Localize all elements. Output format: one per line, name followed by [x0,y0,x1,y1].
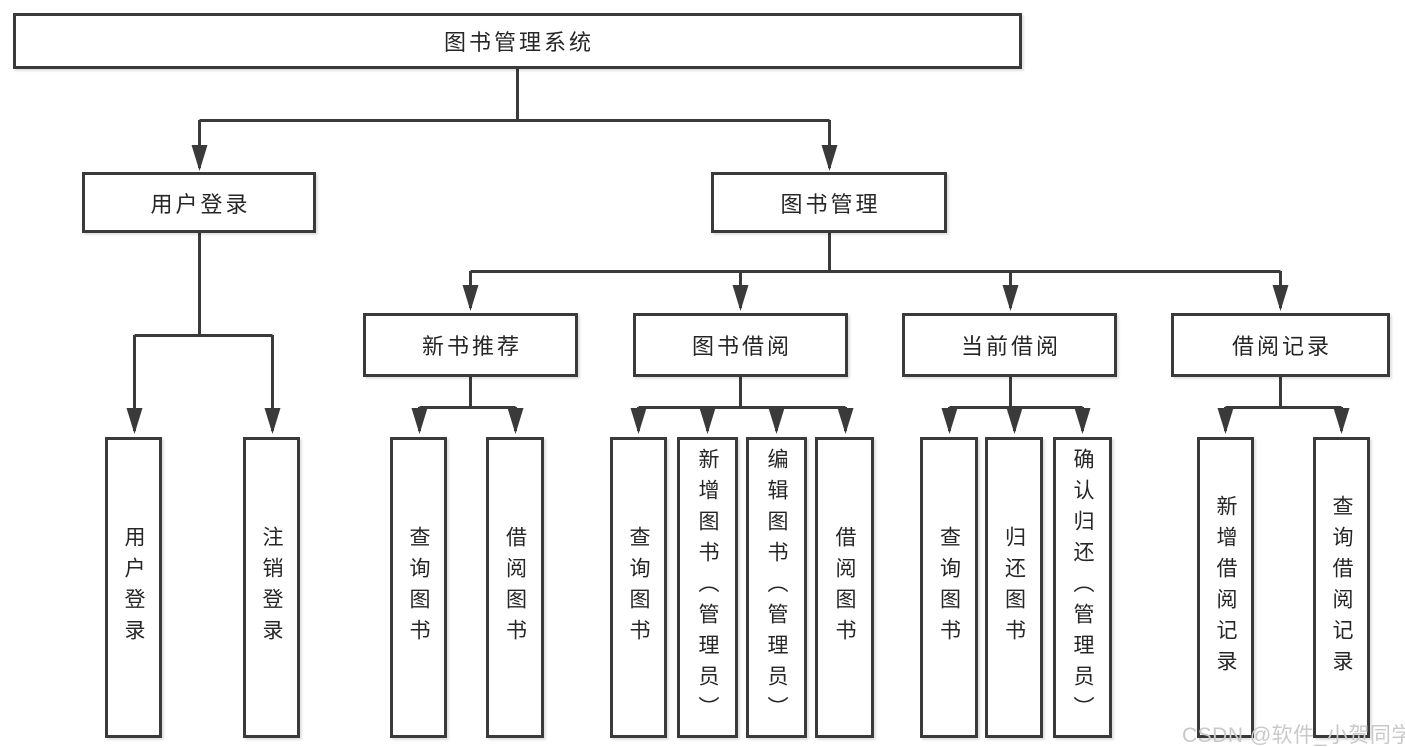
node-leaf-edit-books-admin: 编辑图书（管理员） [746,437,807,738]
node-label: 注销登录 [260,525,283,650]
node-label: 当前借阅 [960,334,1061,359]
node-label: 用户登录 [122,525,145,650]
node-library-management-system: 图书管理系统 [13,13,1022,69]
node-leaf-query-books-3: 查询图书 [920,437,978,738]
node-label: 借阅记录 [1231,334,1332,359]
node-leaf-query-borrow-record: 查询借阅记录 [1313,437,1370,738]
node-leaf-confirm-return-admin: 确认归还（管理员） [1053,437,1112,738]
node-leaf-query-books-1: 查询图书 [390,437,447,738]
node-label: 借阅图书 [833,525,856,650]
node-new-book-recommend: 新书推荐 [363,313,578,377]
node-leaf-query-books-2: 查询图书 [610,437,667,738]
node-label: 新增图书（管理员） [696,448,719,727]
node-label: 借阅图书 [503,525,527,650]
connector-arrows [126,120,1350,434]
node-label: 图书管理 [780,191,881,217]
node-leaf-logout: 注销登录 [243,437,300,738]
node-label: 归还图书 [1002,525,1026,650]
node-label: 新书推荐 [421,334,522,359]
node-label: 图书管理系统 [443,30,594,55]
node-leaf-return-books: 归还图书 [985,437,1043,738]
node-leaf-add-borrow-record: 新增借阅记录 [1197,437,1254,738]
connector-spines [134,69,1342,409]
node-label: 编辑图书（管理员） [765,448,788,727]
node-book-management-group: 图书管理 [711,172,947,233]
node-current-borrowing: 当前借阅 [902,313,1117,377]
node-label: 确认归还（管理员） [1071,448,1094,727]
node-label: 查询图书 [407,525,430,650]
csdn-watermark: CSDN @软件_小贺同学 [1182,724,1405,747]
node-leaf-borrow-books-2: 借阅图书 [815,437,874,738]
node-label: 新增借阅记录 [1214,494,1237,681]
node-label: 查询图书 [627,525,650,650]
node-leaf-add-books-admin: 新增图书（管理员） [677,437,738,738]
node-label: 查询借阅记录 [1330,494,1353,681]
node-leaf-borrow-books-1: 借阅图书 [486,437,544,738]
node-label: 用户登录 [150,191,251,217]
node-leaf-user-login: 用户登录 [105,437,162,738]
node-book-borrowing: 图书借阅 [633,313,848,377]
node-label: 图书借阅 [691,334,792,359]
node-user-login-group: 用户登录 [82,172,316,233]
node-label: 查询图书 [937,525,961,650]
node-borrowing-records: 借阅记录 [1171,313,1390,377]
